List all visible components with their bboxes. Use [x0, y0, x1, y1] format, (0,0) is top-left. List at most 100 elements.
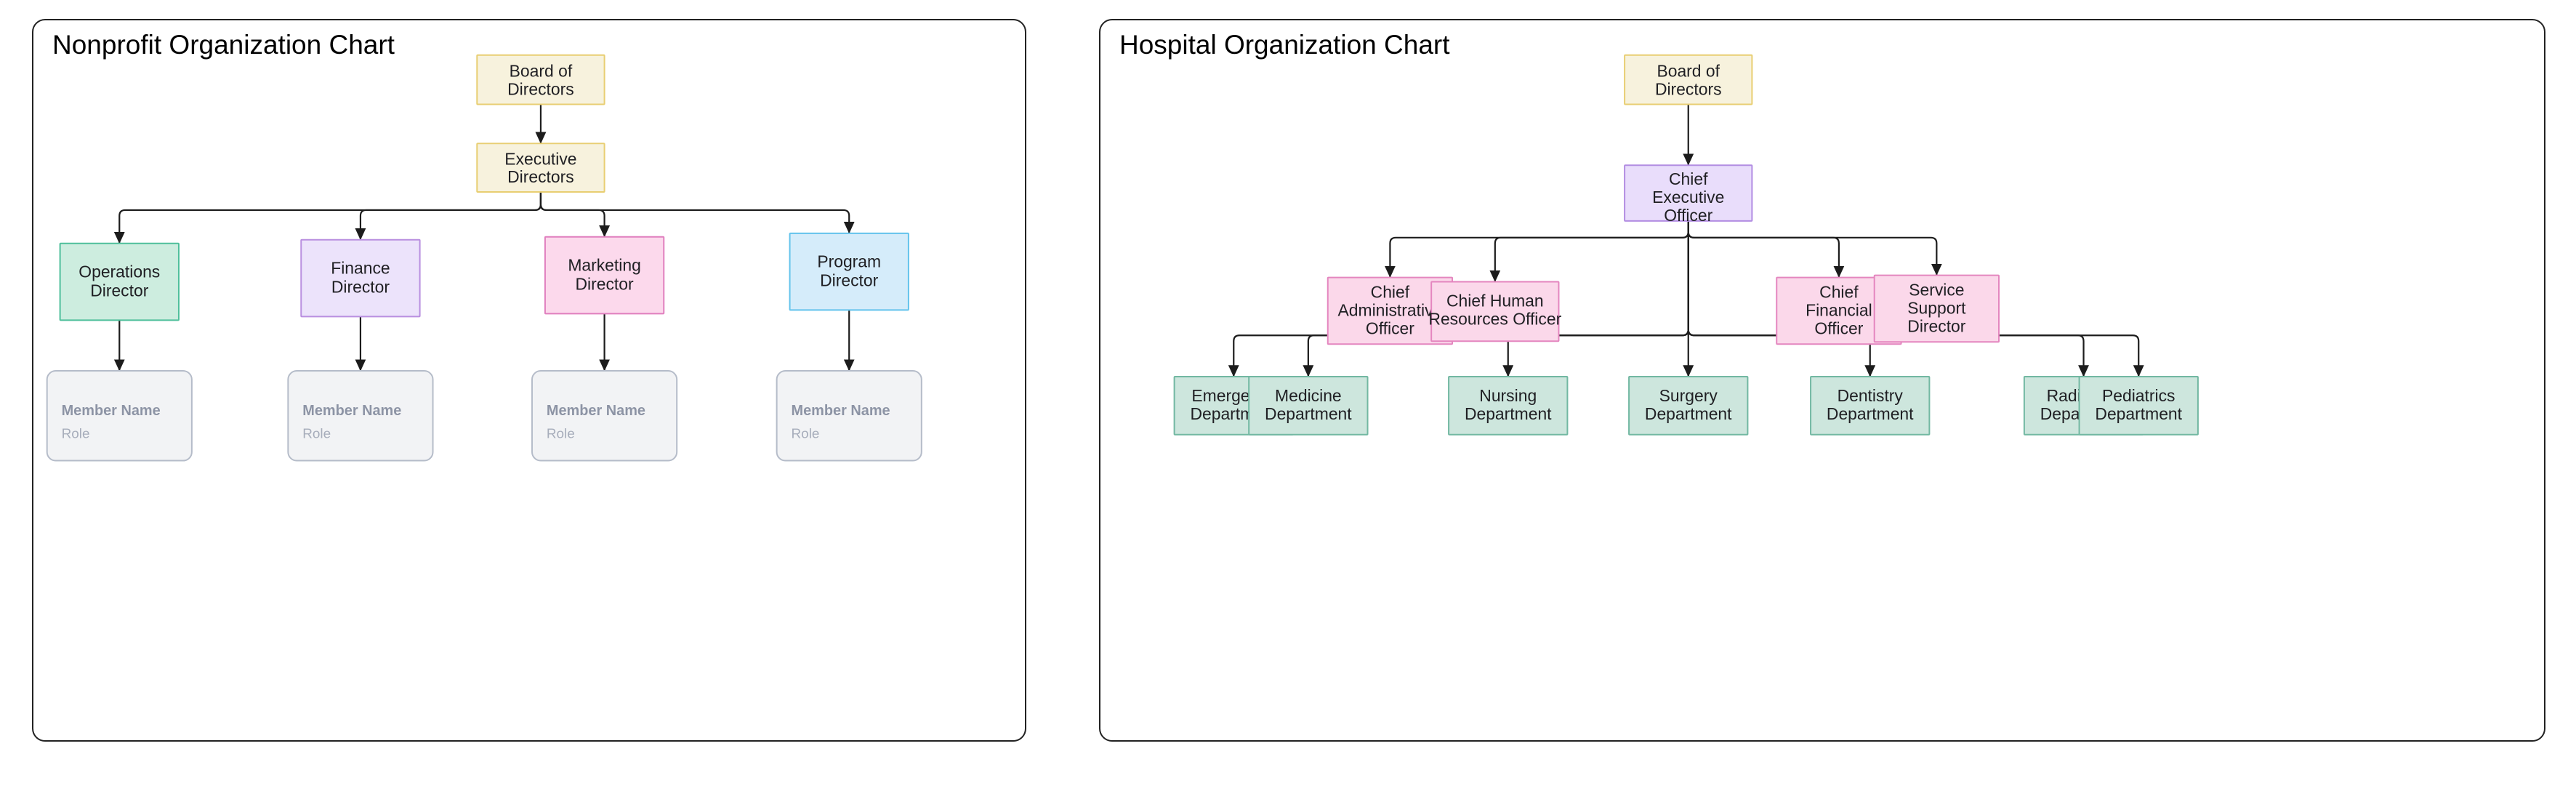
node-ssd-label-line1: Service	[1909, 281, 1964, 300]
node-dentistry-label-line1: Dentistry	[1838, 386, 1904, 405]
node-ssd-label-line2: Support	[1907, 298, 1966, 317]
node-ceo-label-line3: Officer	[1664, 206, 1712, 225]
node-chief-executive-officer-box[interactable]	[1624, 164, 1753, 222]
node-finance-director-box[interactable]	[300, 238, 421, 318]
node-dentistry-department-box[interactable]	[1810, 376, 1931, 436]
member-card-1-name: Member Name	[62, 403, 161, 419]
node-board-of-directors-label-line2: Directors	[507, 80, 574, 99]
member-card-3-name: Member Name	[547, 403, 645, 419]
nonprofit-edges	[113, 104, 855, 372]
edge-ceo-to-service-support	[1687, 220, 1942, 276]
node-pediatrics-department[interactable]: Pediatrics Department	[2078, 376, 2199, 436]
hospital-org-chart-svg: Board of Directors Chief Executive Offic…	[1173, 54, 2199, 436]
node-operations-director[interactable]: Operations Director	[59, 242, 180, 321]
node-operations-director-label-line2: Director	[90, 281, 149, 300]
nonprofit-panel-title: Nonprofit Organization Chart	[52, 30, 395, 60]
node-marketing-director[interactable]: Marketing Director	[544, 236, 665, 315]
node-pediatrics-department-box[interactable]	[2078, 376, 2199, 436]
member-card-3[interactable]: Member Name Role	[531, 370, 678, 462]
node-chief-human-resources-officer-box[interactable]	[1430, 281, 1560, 342]
member-card-4-name: Member Name	[792, 403, 890, 419]
node-chief-executive-officer[interactable]: Chief Executive Officer	[1624, 164, 1753, 225]
node-nursing-label-line1: Nursing	[1479, 386, 1537, 405]
node-chief-human-resources-officer[interactable]: Chief Human Resources Officer	[1428, 281, 1562, 342]
node-surgery-label-line1: Surgery	[1659, 386, 1718, 405]
node-program-director-box[interactable]	[789, 232, 909, 311]
node-board-of-directors-label-line1: Board of	[510, 62, 573, 81]
node-finance-director-label-line2: Director	[331, 278, 390, 297]
node-medicine-department[interactable]: Medicine Department	[1248, 376, 1369, 436]
node-chief-administrative-officer[interactable]: Chief Administrative Officer	[1327, 276, 1454, 345]
node-chro-label-line1: Chief Human	[1446, 291, 1544, 310]
member-card-2-name: Member Name	[302, 403, 401, 419]
member-card-1-role: Role	[62, 427, 90, 442]
nonprofit-org-chart-svg: Board of Directors Executive Directors O…	[46, 54, 922, 462]
member-card-4[interactable]: Member Name Role	[776, 370, 922, 462]
node-cfo-label-line1: Chief	[1819, 283, 1859, 302]
node-nursing-department-box[interactable]	[1448, 376, 1569, 436]
node-surgery-department[interactable]: Surgery Department	[1628, 376, 1749, 436]
member-card-2[interactable]: Member Name Role	[287, 370, 434, 462]
edge-exec-to-operations	[113, 192, 542, 244]
member-card-4-box[interactable]	[776, 370, 922, 462]
node-cao-label-line2: Administrative	[1338, 300, 1443, 319]
node-pediatrics-label-line2: Department	[2095, 404, 2182, 423]
node-cfo-label-line3: Officer	[1814, 318, 1863, 337]
node-executive-directors-box[interactable]	[476, 143, 605, 193]
node-ssd-label-line3: Director	[1907, 316, 1966, 335]
node-cao-label-line1: Chief	[1371, 283, 1410, 302]
node-medicine-department-box[interactable]	[1248, 376, 1369, 436]
node-operations-director-label-line1: Operations	[79, 262, 160, 281]
node-executive-directors[interactable]: Executive Directors	[476, 143, 605, 193]
node-finance-director[interactable]: Finance Director	[300, 238, 421, 318]
edge-ceo-to-cao	[1384, 220, 1689, 278]
node-service-support-director[interactable]: Service Support Director	[1873, 274, 2000, 343]
node-hospital-board-of-directors[interactable]: Board of Directors	[1624, 54, 1753, 105]
node-board-of-directors-box[interactable]	[476, 54, 605, 105]
node-executive-directors-label-line1: Executive	[504, 149, 576, 168]
node-program-director-label-line1: Program	[817, 252, 881, 271]
node-cao-label-line3: Officer	[1366, 318, 1414, 337]
node-nursing-label-line2: Department	[1465, 404, 1552, 423]
node-marketing-director-box[interactable]	[544, 236, 665, 315]
node-program-director[interactable]: Program Director	[789, 232, 909, 311]
member-card-2-box[interactable]	[287, 370, 434, 462]
node-executive-directors-label-line2: Directors	[507, 167, 574, 186]
node-medicine-label-line1: Medicine	[1275, 386, 1342, 405]
edge-exec-to-program	[539, 192, 855, 234]
node-program-director-label-line2: Director	[820, 271, 879, 290]
edge-exec-to-finance	[355, 192, 542, 241]
edge-exec-to-marketing	[539, 192, 611, 238]
member-card-3-box[interactable]	[531, 370, 678, 462]
node-finance-director-label-line1: Finance	[331, 259, 390, 278]
member-card-2-role: Role	[302, 427, 331, 442]
node-board-of-directors[interactable]: Board of Directors	[476, 54, 605, 105]
node-marketing-director-label-line2: Director	[576, 275, 635, 294]
node-pediatrics-label-line1: Pediatrics	[2102, 386, 2175, 405]
edge-ceo-to-cfo	[1687, 220, 1845, 278]
node-dentistry-department[interactable]: Dentistry Department	[1810, 376, 1931, 436]
node-service-support-director-box[interactable]	[1873, 274, 2000, 343]
member-card-1[interactable]: Member Name Role	[46, 370, 193, 462]
node-ceo-label-line2: Executive	[1652, 188, 1724, 206]
member-card-1-box[interactable]	[46, 370, 193, 462]
node-cfo-label-line2: Financial	[1806, 300, 1872, 319]
node-surgery-label-line2: Department	[1645, 404, 1732, 423]
nonprofit-chart-panel[interactable]: Nonprofit Organization Chart	[32, 19, 1026, 742]
node-hospital-board-label-line1: Board of	[1657, 62, 1720, 81]
node-hospital-board-label-line2: Directors	[1655, 80, 1722, 99]
member-card-3-role: Role	[547, 427, 575, 442]
edge-ceo-to-chro	[1489, 220, 1689, 282]
hospital-chart-panel[interactable]: Hospital Organization Chart	[1099, 19, 2545, 742]
node-nursing-department[interactable]: Nursing Department	[1448, 376, 1569, 436]
node-marketing-director-label-line1: Marketing	[568, 256, 641, 275]
hospital-panel-title: Hospital Organization Chart	[1119, 30, 1450, 60]
node-chief-financial-officer[interactable]: Chief Financial Officer	[1776, 276, 1902, 345]
node-chro-label-line2: Resources Officer	[1428, 309, 1561, 328]
node-surgery-department-box[interactable]	[1628, 376, 1749, 436]
node-operations-director-box[interactable]	[59, 242, 180, 321]
node-dentistry-label-line2: Department	[1827, 404, 1914, 423]
node-hospital-board-of-directors-box[interactable]	[1624, 54, 1753, 105]
member-card-4-role: Role	[792, 427, 820, 442]
